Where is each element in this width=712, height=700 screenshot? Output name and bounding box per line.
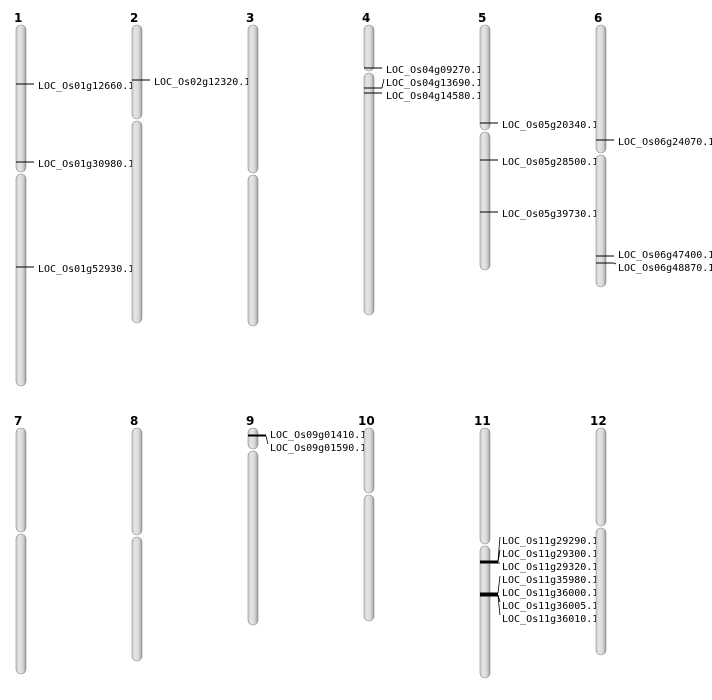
chromosome-6: 6LOC_Os06g24070.1LOC_Os06g47400.1LOC_Os0…	[594, 11, 712, 288]
chromosome-long-arm	[595, 527, 607, 656]
chromosome-short-arm	[363, 24, 375, 72]
gene-label: LOC_Os09g01590.1	[270, 443, 366, 454]
gene-label: LOC_Os04g14580.1	[386, 91, 482, 102]
chromosome-short-arm	[15, 427, 27, 533]
gene-label: LOC_Os11g29290.1	[502, 536, 598, 547]
gene-label: LOC_Os05g28500.1	[502, 157, 598, 168]
gene-label: LOC_Os09g01410.1	[270, 430, 366, 441]
chromosome-5: 5LOC_Os05g20340.1LOC_Os05g28500.1LOC_Os0…	[478, 11, 598, 271]
gene-label: LOC_Os06g48870.1	[618, 263, 712, 274]
gene-label: LOC_Os11g29320.1	[502, 562, 598, 573]
chromosome-short-arm	[131, 24, 143, 120]
chromosome-long-arm	[363, 72, 375, 316]
chromosome-long-arm	[479, 131, 491, 271]
gene-label: LOC_Os06g24070.1	[618, 137, 712, 148]
chromosome-long-arm	[15, 533, 27, 675]
chromosome-short-arm	[247, 24, 259, 174]
gene-label: LOC_Os06g47400.1	[618, 250, 712, 261]
chromosome-1: 1LOC_Os01g12660.1LOC_Os01g30980.1LOC_Os0…	[14, 11, 134, 387]
chromosome-long-arm	[363, 494, 375, 622]
gene-label: LOC_Os11g29300.1	[502, 549, 598, 560]
gene-label: LOC_Os01g30980.1	[38, 159, 134, 170]
gene-leader-line	[381, 78, 385, 89]
chromosome-number: 6	[594, 11, 602, 25]
chromosome-long-arm	[247, 450, 259, 626]
chromosome-short-arm	[247, 427, 259, 450]
gene-label: LOC_Os01g12660.1	[38, 81, 134, 92]
chromosome-number: 1	[14, 11, 22, 25]
chromosome-number: 2	[130, 11, 138, 25]
chromosome-short-arm	[479, 427, 491, 545]
gene-label: LOC_Os11g36000.1	[502, 588, 598, 599]
gene-label: LOC_Os05g20340.1	[502, 120, 598, 131]
chromosome-short-arm	[479, 24, 491, 131]
gene-leader-line	[497, 549, 501, 563]
chromosome-number: 12	[590, 414, 607, 428]
gene-leader-line	[497, 536, 501, 562]
chromosome-11: 11LOC_Os11g29290.1LOC_Os11g29300.1LOC_Os…	[474, 414, 598, 679]
chromosome-short-arm	[595, 427, 607, 527]
gene-leader-line	[497, 595, 501, 616]
chromosome-short-arm	[595, 24, 607, 154]
chromosome-4: 4LOC_Os04g09270.1LOC_Os04g13690.1LOC_Os0…	[362, 11, 482, 316]
chromosome-10: 10	[358, 414, 375, 622]
chromosome-long-arm	[131, 536, 143, 662]
chromosome-7: 7	[14, 414, 27, 675]
chromosome-number: 10	[358, 414, 375, 428]
gene-label: LOC_Os11g36005.1	[502, 601, 598, 612]
chromosome-3: 3	[246, 11, 259, 327]
chromosome-number: 5	[478, 11, 486, 25]
gene-leader-line	[265, 435, 269, 445]
chromosome-number: 3	[246, 11, 254, 25]
chromosome-short-arm	[15, 24, 27, 173]
chromosome-number: 7	[14, 414, 22, 428]
gene-label: LOC_Os02g12320.1	[154, 77, 250, 88]
gene-leader-line	[613, 262, 617, 265]
chromosome-short-arm	[131, 427, 143, 536]
chromosome-long-arm	[131, 120, 143, 324]
gene-label: LOC_Os04g09270.1	[386, 65, 482, 76]
chromosome-12: 12	[590, 414, 607, 656]
gene-leader-line	[497, 575, 501, 594]
chromosome-8: 8	[130, 414, 143, 662]
chromosome-short-arm	[363, 427, 375, 494]
gene-label: LOC_Os05g39730.1	[502, 209, 598, 220]
gene-label: LOC_Os11g35980.1	[502, 575, 598, 586]
chromosome-long-arm	[479, 545, 491, 679]
gene-label: LOC_Os04g13690.1	[386, 78, 482, 89]
chromosome-number: 8	[130, 414, 138, 428]
chromosome-long-arm	[247, 174, 259, 327]
chromosome-number: 4	[362, 11, 370, 25]
chromosome-number: 9	[246, 414, 254, 428]
gene-label: LOC_Os11g36010.1	[502, 614, 598, 625]
chromosome-long-arm	[595, 154, 607, 288]
chromosome-number: 11	[474, 414, 491, 428]
chromosome-long-arm	[15, 173, 27, 387]
gene-label: LOC_Os01g52930.1	[38, 264, 134, 275]
